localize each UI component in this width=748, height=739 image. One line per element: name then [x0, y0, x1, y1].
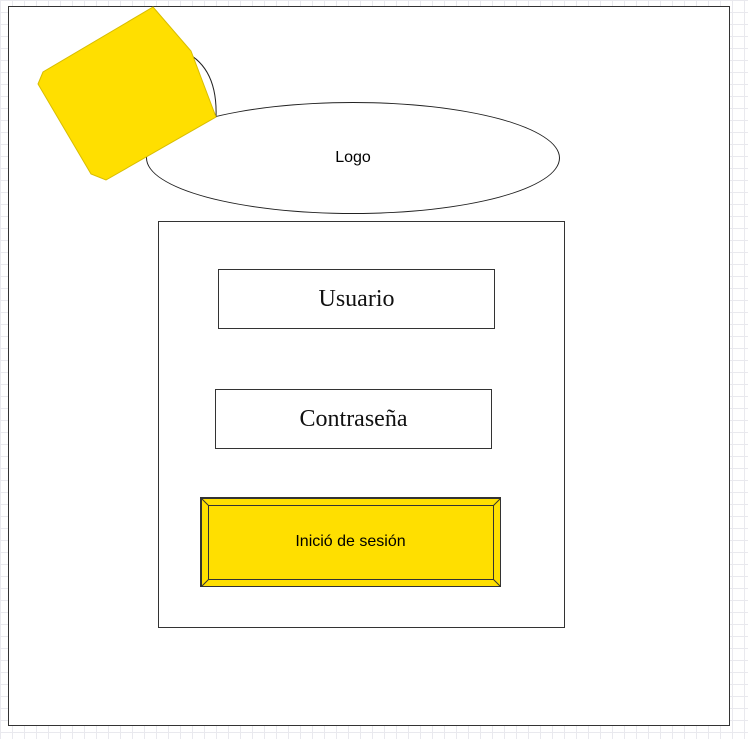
username-label: Usuario [318, 285, 395, 312]
login-button-bevel [201, 498, 501, 587]
username-field[interactable]: Usuario [218, 269, 495, 329]
yellow-polygon-shape [37, 6, 217, 181]
password-field[interactable]: Contraseña [215, 389, 492, 449]
login-button-label: Inició de sesión [295, 533, 406, 550]
logo-label: Logo [335, 149, 371, 166]
login-button[interactable]: Inició de sesión [200, 497, 501, 587]
password-label: Contraseña [299, 405, 408, 432]
logo-placeholder: Logo [146, 102, 560, 214]
